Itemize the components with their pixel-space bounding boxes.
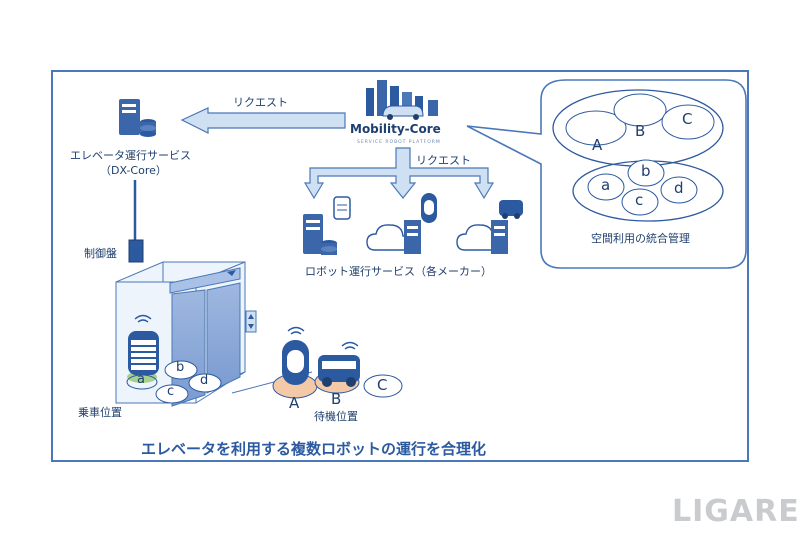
waiting-label-A: A	[289, 394, 300, 412]
space-management-label: 空間利用の統合管理	[591, 232, 690, 245]
elevator-service-sublabel: （DX-Core）	[100, 164, 167, 177]
bubble-label-a: a	[601, 176, 611, 194]
elevator-label-c: c	[167, 384, 175, 399]
robot-a-icon	[272, 326, 318, 399]
elevator-zone-a	[126, 374, 158, 390]
call-buttons	[245, 310, 257, 333]
waiting-zone-c	[363, 374, 403, 398]
robot-service-label: ロボット運行サービス（各メーカー）	[305, 265, 492, 278]
elevator-zone-c	[155, 384, 189, 404]
bubble-zone-a	[587, 173, 625, 201]
bubble-zone-d	[660, 176, 698, 204]
waiting-position-label: 待機位置	[314, 410, 358, 423]
robot-service-server-icon	[303, 196, 351, 255]
elevator-label-b: b	[176, 360, 185, 375]
boarding-position-label: 乗車位置	[78, 406, 122, 419]
diagram-caption: エレベータを利用する複数ロボットの運行を合理化	[141, 440, 487, 458]
logo-tagline: SERVICE ROBOT PLATFORM	[357, 140, 441, 145]
logo-name: Mobility-Core	[350, 122, 441, 136]
request-label-mid: リクエスト	[416, 154, 471, 167]
bubble-label-C: C	[682, 110, 693, 128]
request-arrows-down	[303, 147, 495, 200]
cloud-server-icon-2	[456, 200, 523, 254]
bubble-label-B: B	[635, 122, 646, 140]
bubble-label-d: d	[674, 179, 684, 197]
bubble-zone-B	[613, 93, 667, 127]
request-arrow-left	[180, 107, 346, 134]
elevator-zone-d	[188, 373, 222, 393]
request-label-top: リクエスト	[233, 96, 288, 109]
cloud-server-icon-1	[366, 193, 437, 254]
ligare-watermark: LIGARE	[672, 494, 800, 529]
elevator-label-a: a	[137, 372, 145, 387]
elevator-label-d: d	[200, 373, 209, 388]
bubble-zone-A	[565, 110, 627, 146]
bubble-label-c: c	[635, 191, 644, 209]
robot-in-elevator-icon	[127, 314, 159, 383]
control-panel-icon	[128, 239, 144, 263]
bubble-label-A: A	[592, 136, 603, 154]
bubble-zone-C	[661, 104, 715, 140]
bubble-zone-c	[621, 188, 659, 216]
elevator-service-label: エレベータ運行サービス	[70, 149, 191, 162]
robot-b-icon	[314, 341, 360, 394]
elevator-zone-b	[164, 360, 198, 380]
bubble-label-b: b	[641, 162, 651, 180]
bubble-zone-b	[627, 159, 665, 187]
control-panel-label: 制御盤	[84, 247, 117, 260]
waiting-label-C: C	[377, 376, 388, 394]
waiting-label-B: B	[331, 390, 342, 408]
mobility-core-logo	[366, 80, 438, 120]
elevator-server-icon	[119, 99, 156, 137]
floor-indicator-icon	[227, 270, 236, 276]
